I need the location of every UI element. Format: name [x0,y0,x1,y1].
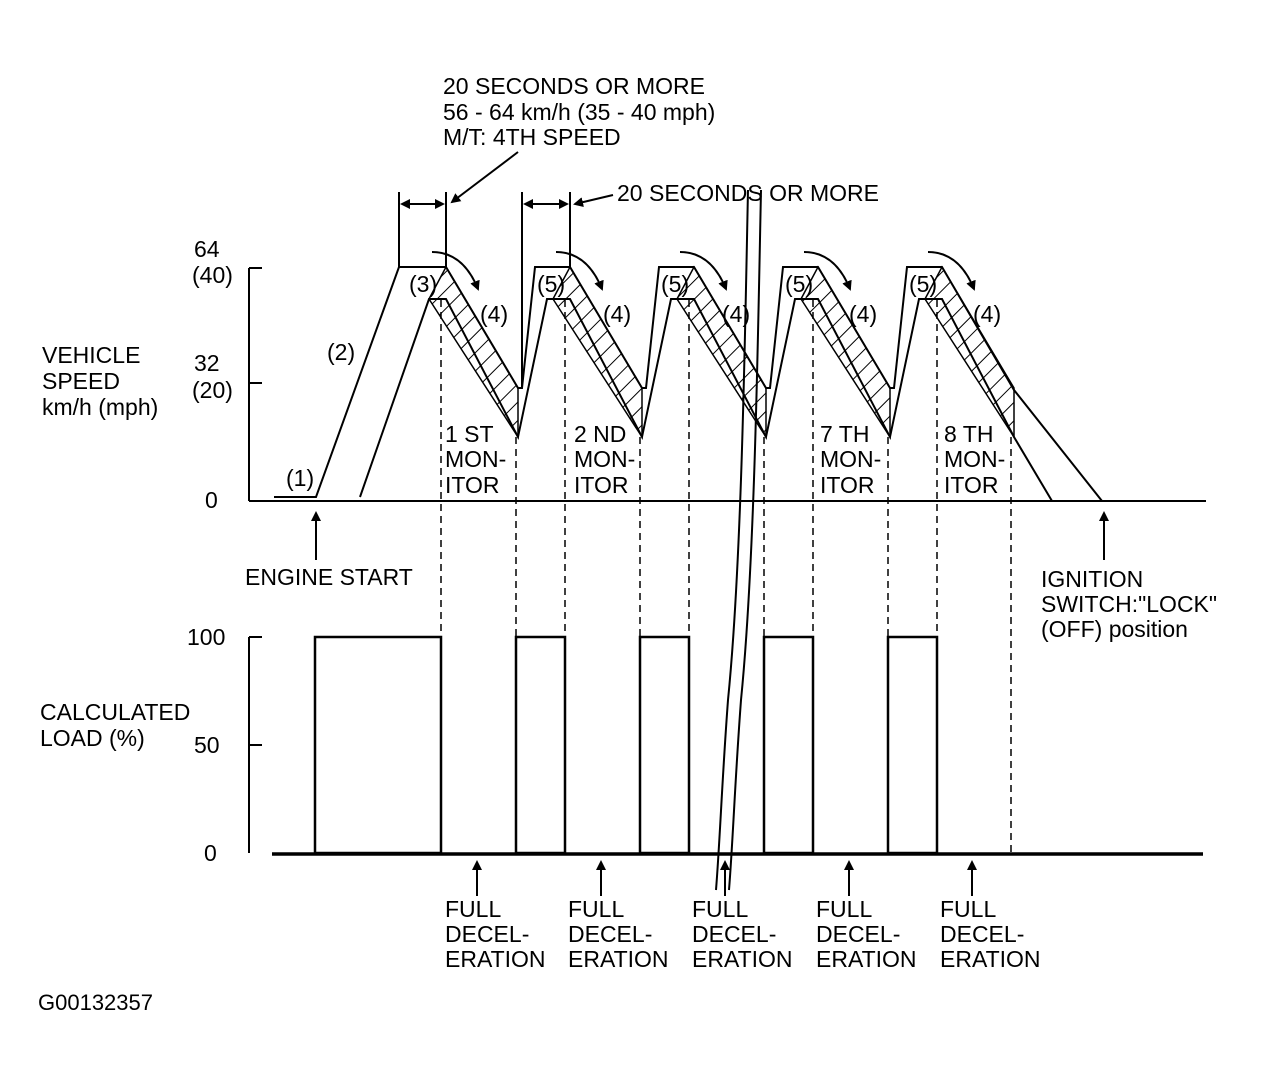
monitor-label-2: 2 ND MON- ITOR [574,421,635,498]
svg-text:DECEL-: DECEL- [568,921,652,947]
engine-start-label: ENGINE START [245,564,413,590]
full-decel-group-2: FULL DECEL- ERATION [568,860,669,972]
load-tick-100: 100 [187,624,225,650]
svg-text:FULL: FULL [692,896,748,922]
monitor-label-1: 1 ST MON- ITOR [445,421,506,498]
svg-text:7 TH: 7 TH [820,421,869,447]
svg-text:8 TH: 8 TH [944,421,993,447]
ignition-label-1: IGNITION [1041,566,1143,592]
speed-label-3: km/h (mph) [42,394,158,420]
tick-40: (40) [192,262,233,288]
load-label-1: CALCULATED [40,699,190,725]
step-2-label: (2) [327,339,355,365]
full-decel-group-3: FULL DECEL- ERATION [692,860,793,972]
top-note-line2: 56 - 64 km/h (35 - 40 mph) [443,99,715,125]
figure-id: G00132357 [38,990,153,1015]
tick-0: 0 [205,487,218,513]
svg-text:ERATION: ERATION [816,946,917,972]
svg-text:ERATION: ERATION [568,946,669,972]
svg-text:MON-: MON- [944,446,1005,472]
step-4-label-b: (4) [603,301,631,327]
load-label-2: LOAD (%) [40,725,145,751]
speed-label-2: SPEED [42,368,120,394]
svg-text:FULL: FULL [568,896,624,922]
ignition-label-2: SWITCH:"LOCK" [1041,591,1217,617]
ignition-label-3: (OFF) position [1041,616,1188,642]
top-note: 20 SECONDS OR MORE 56 - 64 km/h (35 - 40… [443,73,715,150]
dashed-guides [440,300,1012,852]
step-4-label-a: (4) [480,301,508,327]
svg-text:FULL: FULL [816,896,872,922]
step-5-label-a: (5) [537,271,565,297]
speed-lower-bound [359,298,1053,502]
load-axis: 100 50 0 CALCULATED LOAD (%) [40,624,262,866]
step-4-label-d: (4) [849,301,877,327]
time-break [715,189,762,891]
tick-20: (20) [192,377,233,403]
speed-label-1: VEHICLE [42,342,140,368]
svg-text:DECEL-: DECEL- [940,921,1024,947]
monitor-label-7: 7 TH MON- ITOR [820,421,881,498]
step-5-label-c: (5) [785,271,813,297]
svg-text:DECEL-: DECEL- [816,921,900,947]
step-1-label: (1) [286,465,314,491]
top-note-line3: M/T: 4TH SPEED [443,124,621,150]
speed-upper-bound [274,266,1103,502]
svg-text:FULL: FULL [445,896,501,922]
load-tick-50: 50 [194,732,220,758]
svg-text:DECEL-: DECEL- [692,921,776,947]
load-bars [313,635,939,855]
svg-text:ITOR: ITOR [944,472,999,498]
tick-64: 64 [194,236,220,262]
second-note-leader [573,194,614,208]
step-5-label-d: (5) [909,271,937,297]
tick-32: 32 [194,350,220,376]
full-decel-group-1: FULL DECEL- ERATION [445,860,546,972]
svg-text:MON-: MON- [574,446,635,472]
svg-text:1 ST: 1 ST [445,421,494,447]
svg-text:MON-: MON- [820,446,881,472]
top-note-line1: 20 SECONDS OR MORE [443,73,705,99]
svg-text:ITOR: ITOR [820,472,875,498]
svg-text:ITOR: ITOR [574,472,629,498]
load-tick-0: 0 [204,840,217,866]
speed-axis: 64 (40) 32 (20) 0 VEHICLE SPEED km/h (mp… [42,236,1206,513]
decel-arrows [431,251,976,291]
svg-text:MON-: MON- [445,446,506,472]
svg-text:ITOR: ITOR [445,472,500,498]
monitor-label-8: 8 TH MON- ITOR [944,421,1005,498]
svg-text:ERATION: ERATION [692,946,793,972]
svg-text:ERATION: ERATION [445,946,546,972]
step-5-label-b: (5) [661,271,689,297]
top-note-leader [450,151,519,204]
step-labels: (1) (2) (3) (4) (5) (4) (5) (4) (5) (4) … [286,271,1001,491]
full-decel-group-5: FULL DECEL- ERATION [940,860,1041,972]
step-4-label-e: (4) [973,301,1001,327]
svg-text:FULL: FULL [940,896,996,922]
full-decel-group-4: FULL DECEL- ERATION [816,860,917,972]
svg-text:DECEL-: DECEL- [445,921,529,947]
step-3-label: (3) [409,271,437,297]
svg-text:ERATION: ERATION [940,946,1041,972]
svg-text:2 ND: 2 ND [574,421,626,447]
